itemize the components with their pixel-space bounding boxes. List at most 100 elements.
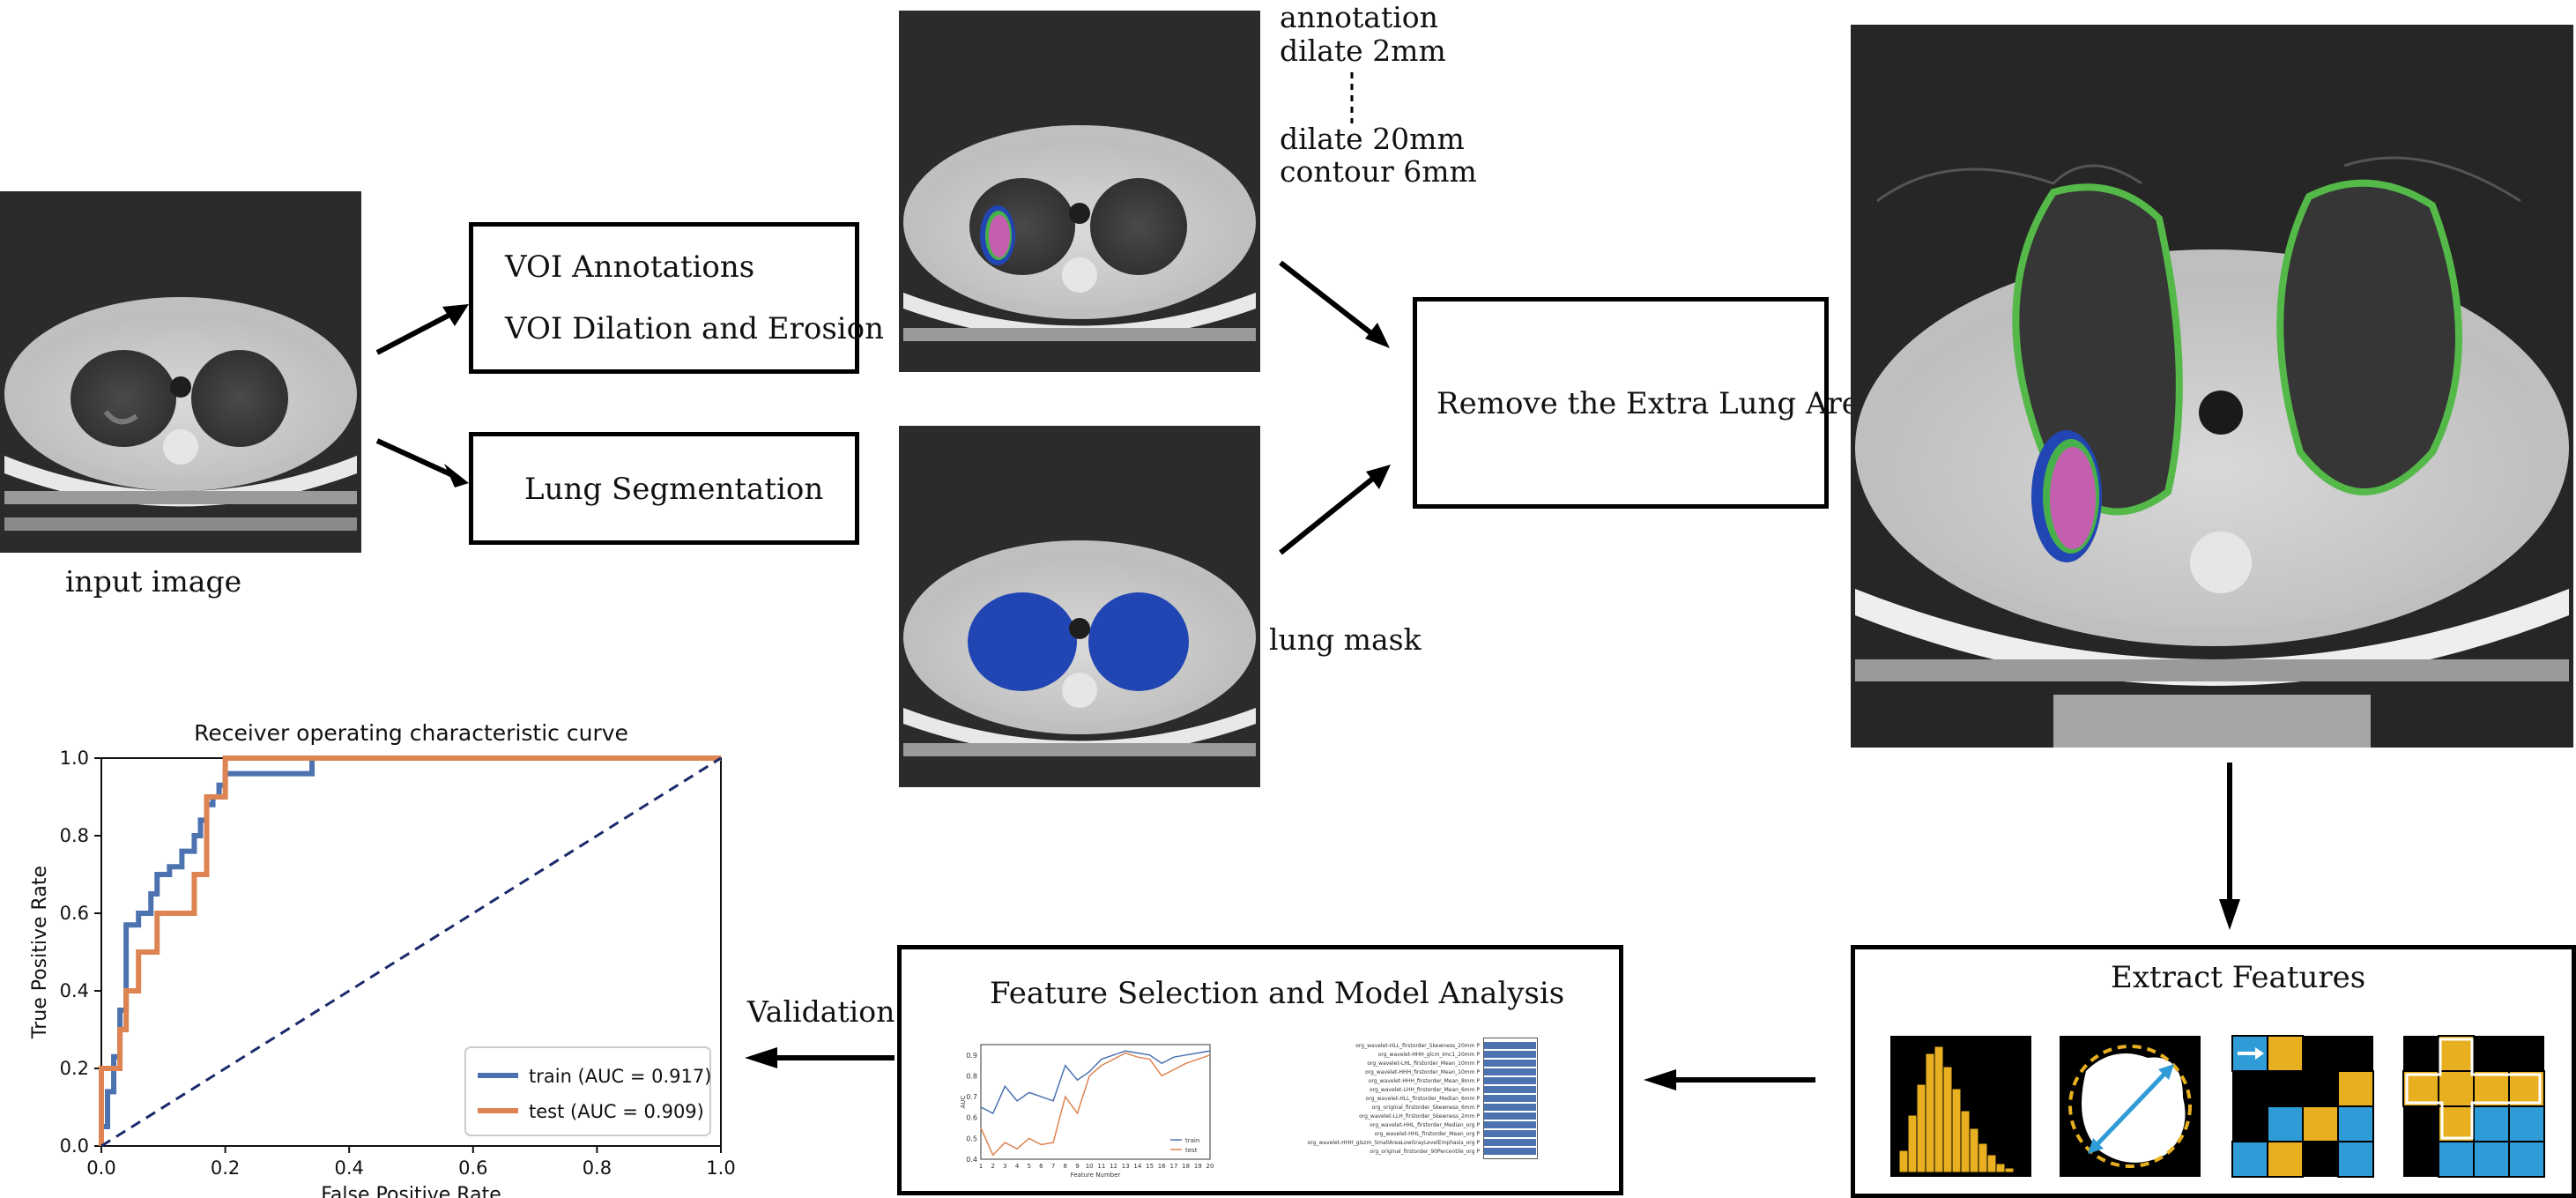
feature-list-label: org_original_firstorder_90Percentile_org…: [1370, 1148, 1480, 1155]
note-dilate-2mm: dilate 2mm: [1280, 33, 1446, 68]
feature-list-bar: [1483, 1086, 1536, 1093]
arrow-extract-to-feature: [1644, 1069, 1815, 1090]
roc-title: Receiver operating characteristic curve: [194, 720, 628, 746]
extract-features-box: Extract Features: [1851, 945, 2576, 1198]
feature-list-item: org_original_firstorder_Skewness_6mm P: [1372, 1103, 1536, 1112]
mini-y-tick-1: 0.8: [966, 1072, 977, 1080]
mini-x-tick-9: 10: [1086, 1163, 1094, 1170]
roc-chart: Receiver operating characteristic curve 0…: [29, 720, 736, 1198]
mini-y-tick-2: 0.7: [966, 1093, 977, 1101]
mini-legend-test: test: [1185, 1147, 1198, 1154]
mini-y-label: AUC: [960, 1095, 967, 1108]
region-feature-icon: [2402, 1035, 2545, 1178]
feature-list-item: org_original_firstorder_90Percentile_org…: [1370, 1147, 1536, 1156]
histogram-feature-icon: [1890, 1036, 2031, 1177]
mini-x-tick-1: 2: [991, 1163, 994, 1170]
feature-list-label: org_wavelet-HLL_firstorder_Skewness_20mm…: [1355, 1042, 1480, 1049]
result-ct-image: [1851, 25, 2573, 748]
mini-x-tick-2: 3: [1003, 1163, 1006, 1170]
mini-x-tick-0: 1: [979, 1163, 983, 1170]
note-dilate-20mm: dilate 20mm: [1280, 122, 1465, 156]
arrow-mask-to-remove: [1279, 465, 1391, 555]
roc-y-tick-label-3: 0.6: [60, 903, 89, 924]
mini-x-tick-5: 6: [1039, 1163, 1043, 1170]
feature-list-bar: [1483, 1060, 1536, 1067]
feature-list-bar: [1483, 1077, 1536, 1084]
lung-segmentation-text: Lung Segmentation: [524, 472, 824, 507]
note-contour-6mm: contour 6mm: [1280, 154, 1477, 189]
feature-list-item: org_wavelet-HHH_firstorder_Mean_8mm P: [1369, 1076, 1536, 1085]
roc-y-tick-label-2: 0.4: [60, 980, 89, 1001]
voi-annotations-text: VOI Annotations: [505, 249, 755, 285]
mini-chart-frame: [980, 1044, 1211, 1160]
feature-list-label: org_wavelet-HHH_glszm_SmallAreaLowGrayLe…: [1307, 1139, 1480, 1146]
voi-annotations-box: VOI Annotations VOI Dilation and Erosion: [469, 222, 884, 374]
mini-y-tick-3: 0.6: [966, 1114, 977, 1122]
input-image-label: input image: [65, 564, 242, 599]
feature-list-frame: [1483, 1038, 1538, 1159]
feature-list-label: org_wavelet-LHL_firstorder_Mean_10mm P: [1367, 1060, 1480, 1067]
roc-x-tick-label-2: 0.4: [334, 1157, 363, 1179]
roc-series-line-1: [99, 755, 721, 1146]
feature-list-item: org_wavelet-HHH_firstorder_Mean_10mm P: [1365, 1068, 1536, 1076]
mini-train-line: [980, 1050, 1211, 1115]
mini-x-tick-17: 18: [1182, 1163, 1190, 1170]
mini-x-tick-11: 12: [1110, 1163, 1117, 1170]
arrow-result-to-extract: [2219, 763, 2240, 930]
arrow-annotation-to-remove: [1279, 260, 1390, 348]
mini-x-tick-13: 14: [1133, 1163, 1141, 1170]
remove-extra-lung-text: Remove the Extra Lung Area: [1436, 386, 1878, 421]
mini-x-tick-4: 5: [1028, 1163, 1031, 1170]
feature-list-item: org_wavelet-LHH_firstorder_Mean_6mm P: [1370, 1085, 1536, 1094]
feature-list-bar: [1483, 1112, 1536, 1120]
roc-x-tick-label-4: 0.8: [583, 1157, 612, 1179]
roc-legend-box: [464, 1046, 711, 1136]
feature-list-label: org_wavelet-HLL_firstorder_Median_6mm P: [1365, 1095, 1480, 1102]
mini-x-tick-12: 13: [1122, 1163, 1130, 1170]
feature-list-label: org_wavelet-HHH_firstorder_Mean_10mm P: [1365, 1068, 1480, 1075]
feature-list-item: org_wavelet-HHL_firstorder_Mean_org P: [1375, 1129, 1536, 1138]
roc-legend-label-1: test (AUC = 0.909): [529, 1101, 704, 1122]
mini-x-tick-3: 4: [1015, 1163, 1020, 1170]
annotated-ct-image: [899, 11, 1260, 372]
input-ct-image: [0, 191, 361, 553]
roc-x-tick-label-5: 1.0: [706, 1157, 735, 1179]
roc-y-tick-label-1: 0.2: [60, 1058, 89, 1079]
arrow-input-to-voi: [375, 304, 469, 355]
mini-y-tick-0: 0.9: [966, 1052, 977, 1060]
extract-features-title: Extract Features: [2111, 960, 2366, 995]
feature-importance-list: org_wavelet-HLL_firstorder_Skewness_20mm…: [1254, 1038, 1538, 1187]
feature-list-label: org_wavelet-HHH_firstorder_Mean_8mm P: [1368, 1077, 1480, 1084]
feature-list-item: org_wavelet-HLL_firstorder_Skewness_20mm…: [1355, 1041, 1536, 1050]
validation-label: Validation: [747, 994, 895, 1029]
roc-x-tick-label-1: 0.2: [211, 1157, 240, 1179]
lung-segmentation-box: Lung Segmentation: [469, 432, 859, 545]
roc-x-tick-label-3: 0.6: [458, 1157, 487, 1179]
feature-list-label: org_original_firstorder_Skewness_6mm P: [1371, 1104, 1480, 1111]
feature-list-bar: [1483, 1095, 1536, 1102]
texture-grid-feature-icon: [2231, 1035, 2374, 1178]
feature-list-bar: [1483, 1104, 1536, 1111]
arrow-feature-to-roc: [745, 1047, 895, 1068]
feature-list-item: org_wavelet-LHL_firstorder_Mean_10mm P: [1367, 1059, 1536, 1068]
mini-x-label: Feature Number: [1071, 1172, 1121, 1179]
note-annotation: annotation: [1280, 0, 1438, 34]
voi-dilation-text: VOI Dilation and Erosion: [505, 311, 885, 346]
feature-list-item: org_wavelet-LLH_firstorder_Skewness_2mm …: [1359, 1112, 1536, 1120]
shape-feature-icon: [2060, 1036, 2201, 1177]
mini-x-tick-18: 19: [1194, 1163, 1202, 1170]
lung-mask-label: lung mask: [1269, 622, 1422, 657]
mini-x-tick-10: 11: [1097, 1163, 1105, 1170]
roc-y-tick-label-5: 1.0: [60, 748, 89, 769]
feature-list-label: org_wavelet-LLH_firstorder_Skewness_2mm …: [1359, 1112, 1480, 1120]
mini-x-tick-16: 17: [1169, 1163, 1177, 1170]
feature-list-item: org_wavelet-HLL_firstorder_Median_6mm P: [1366, 1094, 1536, 1103]
feature-list-label: org_wavelet-HHL_firstorder_Mean_org P: [1374, 1130, 1480, 1137]
feature-selection-title: Feature Selection and Model Analysis: [990, 976, 1565, 1011]
remove-extra-lung-box: Remove the Extra Lung Area: [1413, 297, 1877, 509]
mini-x-tick-7: 8: [1064, 1163, 1067, 1170]
mini-legend-train: train: [1185, 1137, 1199, 1144]
mini-x-tick-8: 9: [1075, 1163, 1079, 1170]
feature-list-bar: [1483, 1051, 1536, 1058]
